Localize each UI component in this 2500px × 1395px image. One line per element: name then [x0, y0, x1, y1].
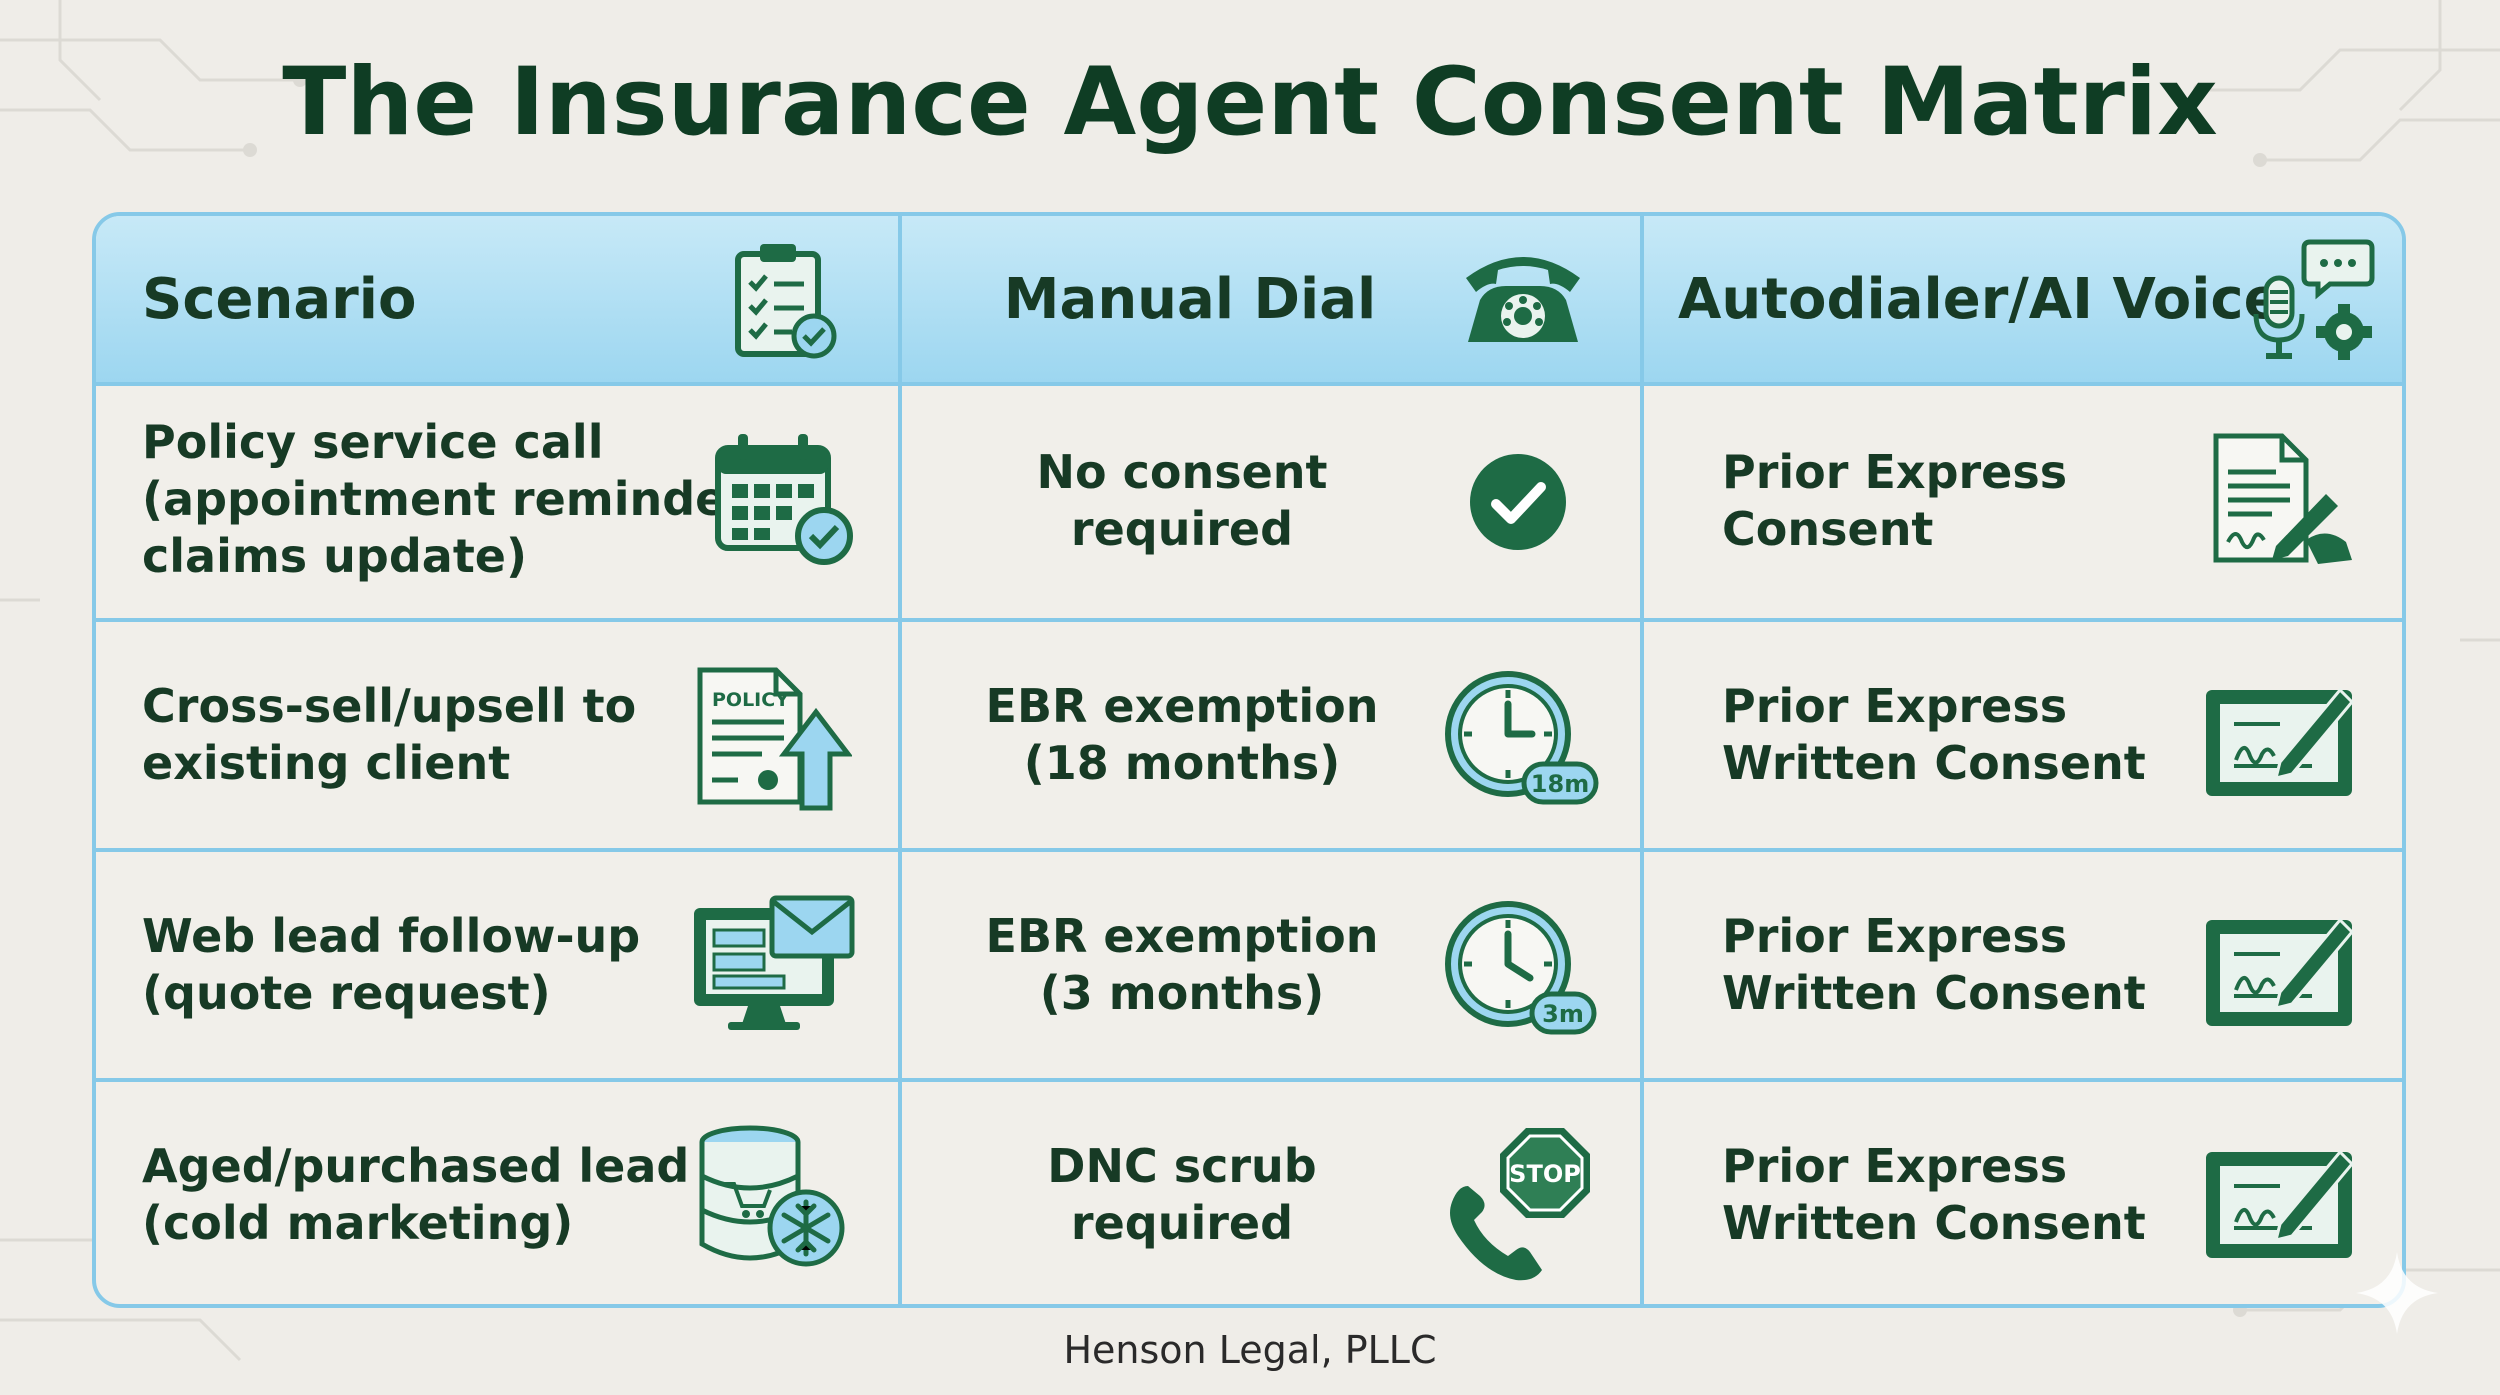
footer-attribution: Henson Legal, PLLC [1063, 1328, 1437, 1372]
page-title: The Insurance Agent Consent Matrix [282, 48, 2218, 157]
text-line: required [1070, 502, 1294, 556]
row-2-autodialer: Prior Express Written Consent [1722, 678, 2146, 792]
text-line: Web lead follow-up [142, 909, 641, 963]
text-line: existing client [142, 736, 511, 790]
clock-3-months-icon: 3m [1442, 898, 1602, 1038]
row-divider [96, 618, 2402, 622]
header-scenario: Scenario [142, 267, 417, 332]
row-2-manual-dial: EBR exemption (18 months) [902, 678, 1462, 792]
checklist-clipboard-icon [730, 240, 840, 360]
text-line: Cross-sell/upsell to [142, 679, 637, 733]
computer-email-lead-icon [688, 894, 858, 1034]
text-line: Policy service call [142, 415, 604, 469]
row-3-autodialer: Prior Express Written Consent [1722, 908, 2146, 1022]
row-3-scenario: Web lead follow-up (quote request) [142, 908, 640, 1022]
microphone-chat-gear-icon [2248, 236, 2378, 366]
header-manual-dial: Manual Dial [1003, 267, 1377, 332]
row-2-scenario: Cross-sell/upsell to existing client [142, 678, 636, 792]
policy-label: POLICY [712, 689, 789, 711]
text-line: Written Consent [1722, 1196, 2146, 1250]
stop-sign-phone-icon: STOP [1444, 1124, 1594, 1284]
database-cart-snowflake-icon [694, 1122, 854, 1272]
row-divider [96, 1078, 2402, 1082]
policy-document-upsell-icon: POLICY [692, 662, 852, 812]
text-line: EBR exemption [985, 679, 1379, 733]
text-line: Written Consent [1722, 966, 2146, 1020]
text-line: (3 months) [1039, 966, 1325, 1020]
signature-pad-icon [2200, 1134, 2360, 1264]
stop-label: STOP [1509, 1160, 1581, 1188]
clock-18-months-icon: 18m [1442, 668, 1602, 808]
signature-pad-icon [2200, 902, 2360, 1032]
text-line: claims update) [142, 529, 528, 583]
text-line: (quote request) [142, 966, 551, 1020]
row-4-scenario: Aged/purchased lead (cold marketing) [142, 1138, 689, 1252]
header-autodialer: Autodialer/AI Voice [1678, 267, 2282, 332]
row-1-manual-dial: No consent required [902, 444, 1462, 558]
text-line: Prior Express [1722, 445, 2068, 499]
document-signing-icon [2206, 430, 2356, 570]
text-line: Written Consent [1722, 736, 2146, 790]
text-line: Aged/purchased lead [142, 1139, 690, 1193]
text-line: Prior Express [1722, 1139, 2068, 1193]
text-line: (cold marketing) [142, 1196, 574, 1250]
text-line: EBR exemption [985, 909, 1379, 963]
text-line: Consent [1722, 502, 1934, 556]
signature-pad-icon [2200, 672, 2360, 802]
row-4-manual-dial: DNC scrub required [902, 1138, 1462, 1252]
consent-matrix-table: Scenario Manual Dial Autodialer/AI Voice [92, 212, 2406, 1308]
sparkle-icon [2352, 1248, 2442, 1342]
checkmark-circle-icon [1468, 452, 1568, 552]
header-row [96, 216, 2402, 384]
row-4-autodialer: Prior Express Written Consent [1722, 1138, 2146, 1252]
clock-label-18m: 18m [1531, 770, 1589, 798]
text-line: Prior Express [1722, 909, 2068, 963]
text-line: Prior Express [1722, 679, 2068, 733]
column-divider [1640, 216, 1644, 1304]
row-1-autodialer: Prior Express Consent [1722, 444, 2067, 558]
row-divider [96, 848, 2402, 852]
row-divider [96, 382, 2402, 386]
column-divider [898, 216, 902, 1304]
row-1-scenario: Policy service call (appointment reminde… [142, 414, 760, 585]
clock-label-3m: 3m [1542, 1000, 1584, 1028]
text-line: DNC scrub [1047, 1139, 1317, 1193]
row-3-manual-dial: EBR exemption (3 months) [902, 908, 1462, 1022]
text-line: (appointment reminder, [142, 472, 760, 526]
text-line: (18 months) [1023, 736, 1341, 790]
calendar-check-icon [710, 428, 860, 568]
rotary-phone-icon [1458, 242, 1588, 352]
text-line: required [1070, 1196, 1294, 1250]
text-line: No consent [1036, 445, 1328, 499]
